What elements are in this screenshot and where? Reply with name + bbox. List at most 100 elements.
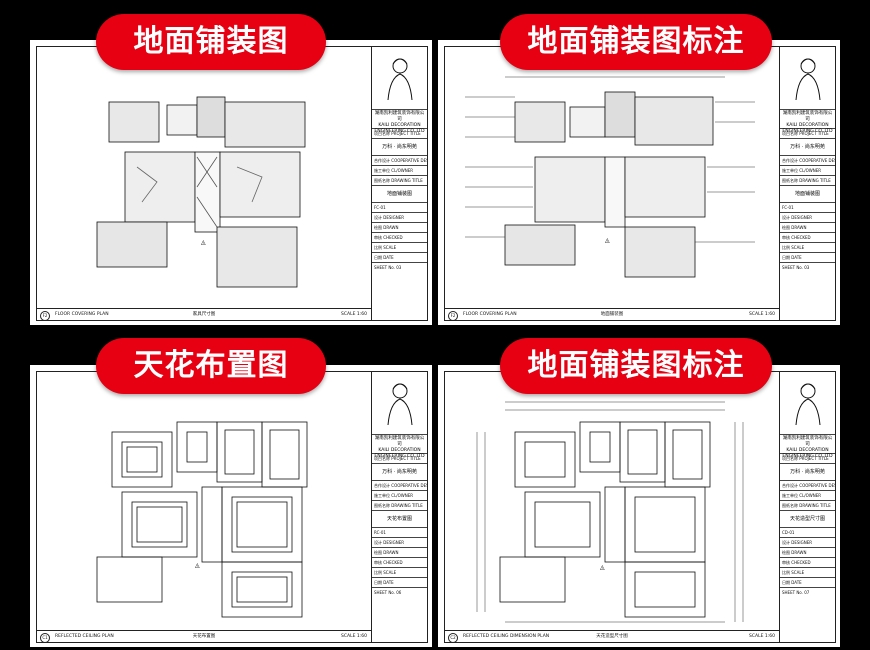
drawing-name: 天花布置图 [372, 510, 427, 527]
drawing-index: F2 [40, 310, 50, 321]
plan-scale: SCALE 1:60 [749, 634, 775, 639]
drawing-title-label: 图纸名称 DRAWING TITLE [780, 500, 835, 510]
section-label: 天花布置图 [96, 338, 326, 394]
designer-portrait [780, 47, 835, 109]
tb-row: 绘图 DRAWN [780, 222, 835, 232]
designer-portrait [372, 47, 427, 109]
scheme-label: 合作设计 COOPERATIVE DESIGN [780, 480, 835, 490]
tb-row: 审核 CHECKED [780, 557, 835, 567]
drawing-title-label: 图纸名称 DRAWING TITLE [372, 175, 427, 185]
sheet-number: SHEET No. 06 [372, 587, 427, 597]
plan-name: FLOOR COVERING PLAN [55, 312, 109, 317]
plan-caption-bar: C1 REFLECTED CEILING PLAN 天花布置图 SCALE 1:… [37, 630, 371, 643]
plan-title: 天花造型尺寸图 [596, 634, 628, 639]
drawing-title-label: 图纸名称 DRAWING TITLE [372, 500, 427, 510]
plan-caption-bar: F2 FLOOR COVERING PLAN 地面铺装图 SCALE 1:60 [445, 308, 779, 321]
sheet-number: SHEET No. 03 [372, 262, 427, 272]
tb-row: 审核 CHECKED [372, 557, 427, 567]
project-name: 万科 · 尚东明苑 [372, 138, 427, 155]
ceiling-dimension-drawing [476, 401, 744, 623]
floor-plan-drawing [96, 96, 306, 288]
drawing-code: FC-01 [780, 202, 835, 212]
project-name: 万科 · 尚东明苑 [780, 138, 835, 155]
drawing-name: 天花造型尺寸图 [780, 510, 835, 527]
tb-row: 比例 SCALE [372, 567, 427, 577]
section-label: 地面铺装图标注 [500, 14, 772, 70]
sheet-number: SHEET No. 07 [780, 587, 835, 597]
tb-row: 设计 DESIGNER [372, 212, 427, 222]
drawing-code: RC-01 [372, 527, 427, 537]
sheet-number: SHEET No. 03 [780, 262, 835, 272]
drawing-index: F2 [448, 310, 458, 321]
plan-name: FLOOR COVERING PLAN [463, 312, 517, 317]
project-name: 万科 · 尚东明苑 [780, 463, 835, 480]
owner-label: 施工单位 CL/OWNER [780, 165, 835, 175]
project-label: 项目名称 PROJECT TITLE [780, 128, 835, 138]
drawing-index: C2 [448, 632, 458, 643]
tb-row: 设计 DESIGNER [372, 537, 427, 547]
tb-row: 审核 CHECKED [372, 232, 427, 242]
tb-row: 设计 DESIGNER [780, 212, 835, 222]
tb-row: 绘图 DRAWN [372, 222, 427, 232]
tb-row: 比例 SCALE [780, 242, 835, 252]
tb-row: 日期 DATE [780, 252, 835, 262]
plan-title: 天花布置图 [192, 634, 216, 639]
owner-label: 施工单位 CL/OWNER [780, 490, 835, 500]
tb-row: 绘图 DRAWN [780, 547, 835, 557]
drawing-code: FC-01 [372, 202, 427, 212]
tb-row: 日期 DATE [372, 252, 427, 262]
plan-name: REFLECTED CEILING DIMENSION PLAN [463, 634, 550, 639]
north-arrow-icon: ◬ [600, 564, 605, 571]
plan-scale: SCALE 1:60 [341, 312, 367, 317]
project-label: 项目名称 PROJECT TITLE [372, 453, 427, 463]
plan-title: 家具尺寸图 [192, 312, 216, 317]
plan-title: 地面铺装图 [600, 312, 624, 317]
drawing-index: C1 [40, 632, 50, 643]
plan-scale: SCALE 1:60 [749, 312, 775, 317]
tb-row: 比例 SCALE [372, 242, 427, 252]
tb-row: 绘图 DRAWN [372, 547, 427, 557]
floor-plan-annotated-drawing [465, 76, 755, 278]
project-name: 万科 · 尚东明苑 [372, 463, 427, 480]
scheme-label: 合作设计 COOPERATIVE DESIGN [372, 155, 427, 165]
tb-row: 日期 DATE [372, 577, 427, 587]
drawing-title-label: 图纸名称 DRAWING TITLE [780, 175, 835, 185]
drawing-name: 地面铺装图 [780, 185, 835, 202]
tb-row: 比例 SCALE [780, 567, 835, 577]
tb-row: 日期 DATE [780, 577, 835, 587]
drawing-name: 地面铺装图 [372, 185, 427, 202]
tb-row: 审核 CHECKED [780, 232, 835, 242]
north-arrow-icon: ◬ [201, 239, 206, 246]
section-label: 地面铺装图 [96, 14, 326, 70]
section-label: 地面铺装图标注 [500, 338, 772, 394]
scheme-label: 合作设计 COOPERATIVE DESIGN [372, 480, 427, 490]
project-label: 项目名称 PROJECT TITLE [780, 453, 835, 463]
plan-caption-bar: F2 FLOOR COVERING PLAN 家具尺寸图 SCALE 1:60 [37, 308, 371, 321]
designer-portrait [372, 372, 427, 434]
tb-row: 设计 DESIGNER [780, 537, 835, 547]
north-arrow-icon: ◬ [605, 237, 610, 244]
owner-label: 施工单位 CL/OWNER [372, 165, 427, 175]
north-arrow-icon: ◬ [195, 562, 200, 569]
ceiling-plan-drawing [96, 421, 308, 618]
plan-caption-bar: C2 REFLECTED CEILING DIMENSION PLAN 天花造型… [445, 630, 779, 643]
scheme-label: 合作设计 COOPERATIVE DESIGN [780, 155, 835, 165]
plan-name: REFLECTED CEILING PLAN [55, 634, 114, 639]
owner-label: 施工单位 CL/OWNER [372, 490, 427, 500]
project-label: 项目名称 PROJECT TITLE [372, 128, 427, 138]
plan-scale: SCALE 1:60 [341, 634, 367, 639]
